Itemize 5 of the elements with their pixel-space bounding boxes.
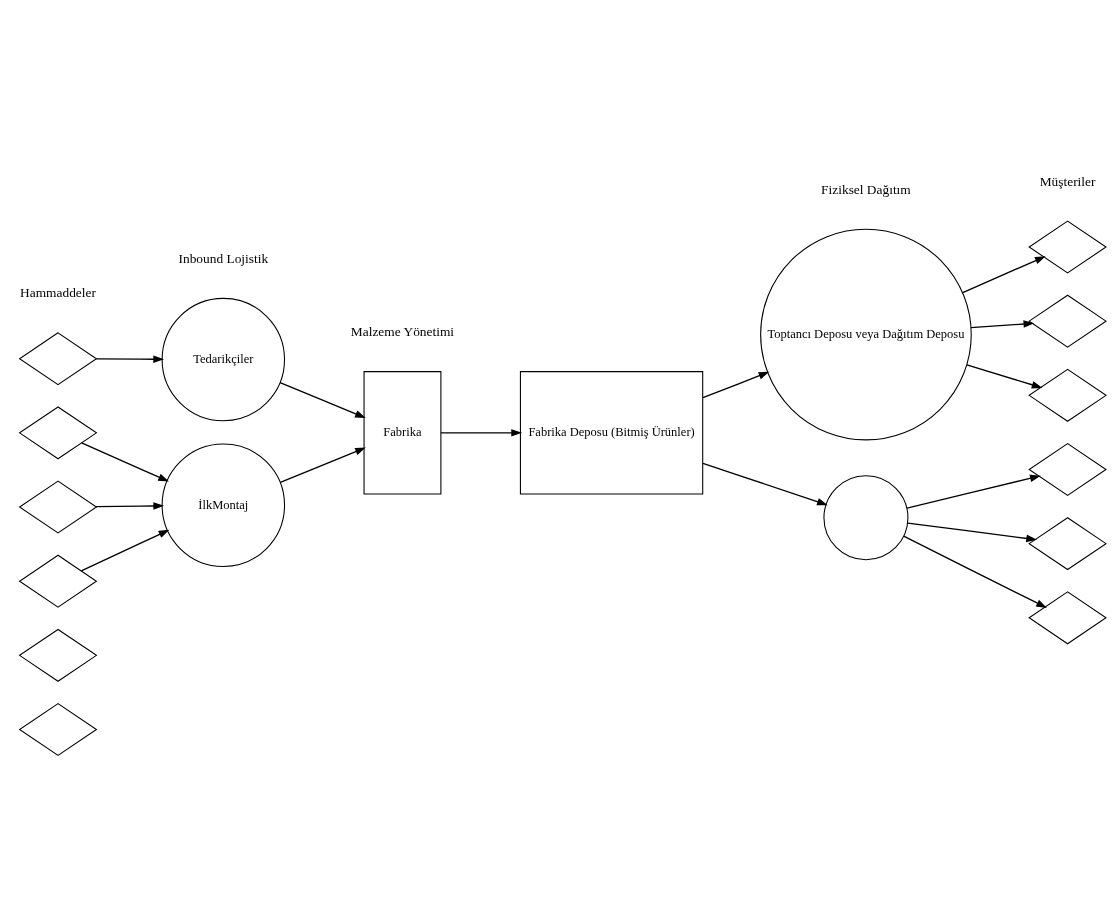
label: Fiziksel Dağıtım (821, 181, 911, 197)
label: Müşteriler (1039, 173, 1096, 189)
label: Malzeme Yönetimi (350, 323, 455, 339)
label: Inbound Lojistik (178, 250, 269, 266)
label: Hammaddeler (20, 285, 96, 301)
